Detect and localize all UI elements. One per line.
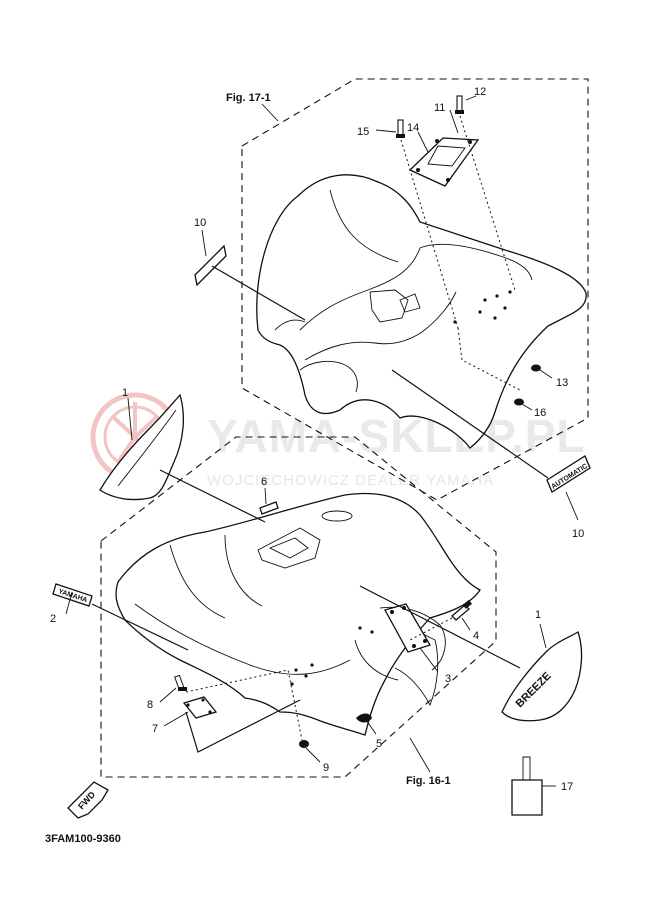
grommet-5 xyxy=(356,713,372,723)
bolt-8-axis xyxy=(185,669,303,741)
callout-14: 14 xyxy=(407,122,419,134)
callout-5: 5 xyxy=(376,738,382,750)
callout-10-upper: 10 xyxy=(194,217,206,229)
callout-8: 8 xyxy=(147,699,153,711)
callout-11: 11 xyxy=(434,102,445,114)
nut-16 xyxy=(514,398,524,406)
fig-16-1-leader xyxy=(409,737,431,773)
callout-1-left: 1 xyxy=(122,387,128,399)
side-cover-left xyxy=(99,393,184,501)
bolt-8 xyxy=(174,674,187,691)
bracket-7-leader xyxy=(185,699,301,753)
automatic-decal-leader xyxy=(391,369,549,479)
fig-17-1-label: Fig. 17-1 xyxy=(226,92,271,104)
mount-bracket-upper xyxy=(408,137,480,187)
callout-4: 4 xyxy=(473,630,479,642)
bolt-12-axis xyxy=(459,115,516,291)
lower-boundary xyxy=(100,436,497,778)
bolt-4 xyxy=(451,599,472,621)
diagram-part-number: 3FAM100-9360 xyxy=(45,833,121,845)
watermark: YAMA-SKLEP.PL WOJCIECHOWICZ DEALER YAMAH… xyxy=(90,392,586,489)
callout-leaders xyxy=(65,95,579,787)
bolt-12 xyxy=(455,95,464,114)
fwd-arrow-icon: FWD xyxy=(67,781,109,819)
fig-16-1-label: Fig. 16-1 xyxy=(406,775,451,787)
callout-2: 2 xyxy=(50,613,56,625)
callout-10-right: 10 xyxy=(572,528,584,540)
callout-6: 6 xyxy=(261,476,267,488)
callout-1-right: 1 xyxy=(535,609,541,621)
callout-16: 16 xyxy=(534,407,546,419)
axis-to-nut16 xyxy=(457,327,521,391)
decal-10-leader xyxy=(211,265,306,321)
fig-17-1-leader xyxy=(261,103,279,122)
watermark-sub-text: WOJCIECHOWICZ DEALER YAMAHA xyxy=(207,472,494,489)
bolt-15 xyxy=(396,119,405,138)
callout-17: 17 xyxy=(561,781,573,793)
callout-3: 3 xyxy=(445,673,451,685)
callout-15: 15 xyxy=(357,126,369,138)
decal-6 xyxy=(259,501,279,515)
side-cover-right: BREEZE xyxy=(501,631,583,722)
front-fender xyxy=(115,492,481,736)
watermark-main-text: YAMA-SKLEP.PL xyxy=(207,410,586,462)
tag-17 xyxy=(511,756,543,816)
callout-12: 12 xyxy=(474,86,486,98)
callout-13: 13 xyxy=(556,377,568,389)
nut-13 xyxy=(531,364,541,372)
decal-10-strip xyxy=(194,244,227,287)
side-cover-right-leader xyxy=(359,585,521,669)
callout-9: 9 xyxy=(323,762,329,774)
rear-fender xyxy=(256,174,587,449)
side-cover-left-leader xyxy=(159,469,266,523)
nut-9 xyxy=(299,740,309,748)
yamaha-decal-leader xyxy=(91,603,189,651)
yamaha-decal: YAMAHA xyxy=(52,583,93,607)
small-bracket-7 xyxy=(182,696,218,719)
callout-7: 7 xyxy=(152,723,158,735)
